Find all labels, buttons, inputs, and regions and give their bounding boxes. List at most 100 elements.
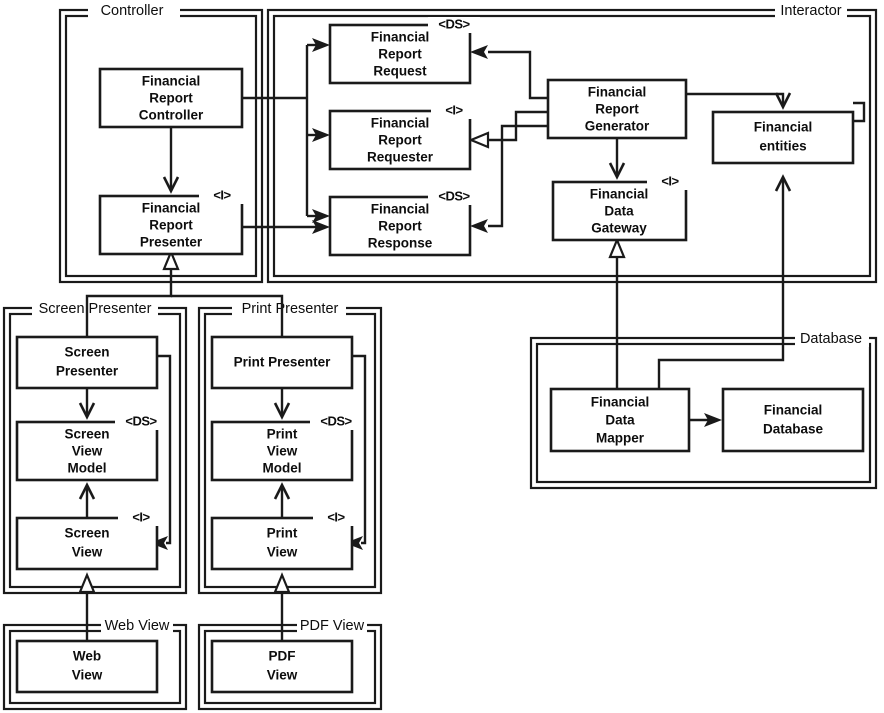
- conn-mapper-to-entities: [657, 174, 792, 389]
- box-print-view-model[interactable]: <DS> Print View Model: [210, 413, 362, 482]
- box-pdf-view[interactable]: PDF View: [210, 639, 354, 694]
- conn-print-presenter-to-view-model: [273, 388, 291, 420]
- box-print-view[interactable]: <I> Print View: [210, 509, 359, 571]
- group-label-screen-presenter: Screen Presenter: [39, 301, 152, 317]
- box-financial-report-generator[interactable]: Financial Report Generator: [546, 78, 688, 140]
- box-line: View: [267, 545, 298, 560]
- box-line: Financial: [142, 201, 201, 216]
- box-line: View: [72, 545, 103, 560]
- conn-screen-view-to-view-model: [78, 482, 96, 518]
- arrowhead-to-requester: [312, 128, 330, 142]
- box-line: Screen: [64, 427, 109, 442]
- box-line: View: [72, 668, 103, 683]
- group-interactor: Interactor: [266, 2, 878, 284]
- box-financial-data-mapper[interactable]: Financial Data Mapper: [549, 387, 691, 453]
- box-line: Financial: [371, 30, 430, 45]
- group-label-web-view: Web View: [105, 618, 170, 634]
- group-controller: Controller: [58, 2, 264, 284]
- conn-web-view-implements-screen-view: [78, 572, 96, 641]
- box-line: Report: [149, 91, 193, 106]
- stereotype-data-structure: <DS>: [125, 413, 157, 428]
- box-financial-report-request[interactable]: <DS> Financial Report Request: [328, 16, 480, 85]
- group-web-view: Web View: [2, 617, 188, 711]
- box-screen-view[interactable]: <I> Screen View: [15, 509, 164, 571]
- box-financial-entities[interactable]: Financial entities: [711, 110, 855, 165]
- connections: [78, 38, 866, 641]
- box-financial-report-controller[interactable]: Financial Report Controller: [98, 67, 244, 129]
- conn-mapper-to-database: [689, 413, 722, 427]
- conn-mapper-implements-gateway: [608, 237, 626, 389]
- conn-generator-to-response: [470, 124, 548, 233]
- arrowhead-generator-request: [470, 45, 488, 59]
- box-line: Financial: [754, 120, 813, 135]
- group-label-controller: Controller: [101, 3, 164, 19]
- box-line: Data: [604, 204, 634, 219]
- box-line: entities: [759, 139, 806, 154]
- box-line: Database: [763, 422, 824, 437]
- box-line: View: [267, 668, 298, 683]
- box-line: Report: [378, 219, 422, 234]
- box-screen-presenter[interactable]: Screen Presenter: [15, 335, 159, 390]
- conn-controller-to-interactor-trunk: [242, 38, 330, 223]
- box-line: Presenter: [56, 364, 119, 379]
- box-line: Report: [378, 133, 422, 148]
- box-line: Financial: [371, 202, 430, 217]
- box-line: Gateway: [591, 221, 647, 236]
- group-label-print-presenter: Print Presenter: [242, 301, 339, 317]
- box-line: Generator: [585, 119, 650, 134]
- box-line: Report: [149, 218, 193, 233]
- conn-pdf-view-implements-print-view: [273, 572, 291, 641]
- box-line: Financial: [591, 395, 650, 410]
- box-line: Print: [267, 526, 298, 541]
- box-line: Financial: [588, 85, 647, 100]
- conn-presenter-to-response: [242, 220, 330, 234]
- conn-generator-implements-requester: [468, 110, 548, 149]
- conn-generator-to-entities: [686, 92, 792, 110]
- box-line: Report: [595, 102, 639, 117]
- conn-screen-presenter-implements-frp: [85, 249, 180, 337]
- stereotype-interface: <I>: [327, 509, 345, 524]
- arrowhead-to-request: [312, 38, 330, 52]
- box-line: PDF: [269, 649, 296, 664]
- conn-generator-to-data-gateway: [608, 138, 626, 180]
- group-print-presenter: Print Presenter: [197, 300, 383, 595]
- stereotype-data-structure: <DS>: [438, 16, 470, 31]
- box-financial-database[interactable]: Financial Database: [721, 387, 865, 453]
- box-line: Data: [605, 413, 635, 428]
- arrowhead-screen-presenter-view: [150, 536, 168, 550]
- box-line: View: [267, 444, 298, 459]
- box-line: Mapper: [596, 431, 645, 446]
- box-line: Financial: [764, 403, 823, 418]
- stereotype-interface: <I>: [213, 187, 231, 202]
- box-financial-report-requester[interactable]: <I> Financial Report Requester: [328, 102, 477, 171]
- box-line: Request: [373, 64, 427, 79]
- box-line: Requester: [367, 150, 434, 165]
- box-line: Presenter: [140, 235, 203, 250]
- box-line: Financial: [142, 74, 201, 89]
- box-line: Report: [378, 47, 422, 62]
- arrowhead-mapper-database: [704, 413, 722, 427]
- conn-controller-to-presenter: [162, 127, 180, 194]
- box-print-presenter[interactable]: Print Presenter: [210, 335, 354, 390]
- stereotype-interface: <I>: [132, 509, 150, 524]
- box-line: Screen: [64, 526, 109, 541]
- box-financial-report-presenter[interactable]: <I> Financial Report Presenter: [98, 187, 245, 256]
- box-line: Print Presenter: [234, 355, 332, 370]
- box-line: Financial: [590, 187, 649, 202]
- group-pdf-view: PDF View: [197, 617, 383, 711]
- box-financial-data-gateway[interactable]: <I> Financial Data Gateway: [551, 173, 693, 242]
- box-financial-report-response[interactable]: <DS> Financial Report Response: [328, 188, 480, 257]
- conn-screen-presenter-to-view-model: [78, 388, 96, 420]
- box-web-view[interactable]: Web View: [15, 639, 159, 694]
- box-line: Screen: [64, 345, 109, 360]
- arrowhead-presenter-response: [312, 220, 330, 234]
- conn-generator-to-request: [470, 45, 548, 100]
- group-label-database: Database: [800, 331, 862, 347]
- group-label-pdf-view: PDF View: [300, 618, 365, 634]
- box-line: View: [72, 444, 103, 459]
- box-screen-view-model[interactable]: <DS> Screen View Model: [15, 413, 167, 482]
- arrowhead-print-presenter-view: [345, 536, 363, 550]
- box-line: Financial: [371, 116, 430, 131]
